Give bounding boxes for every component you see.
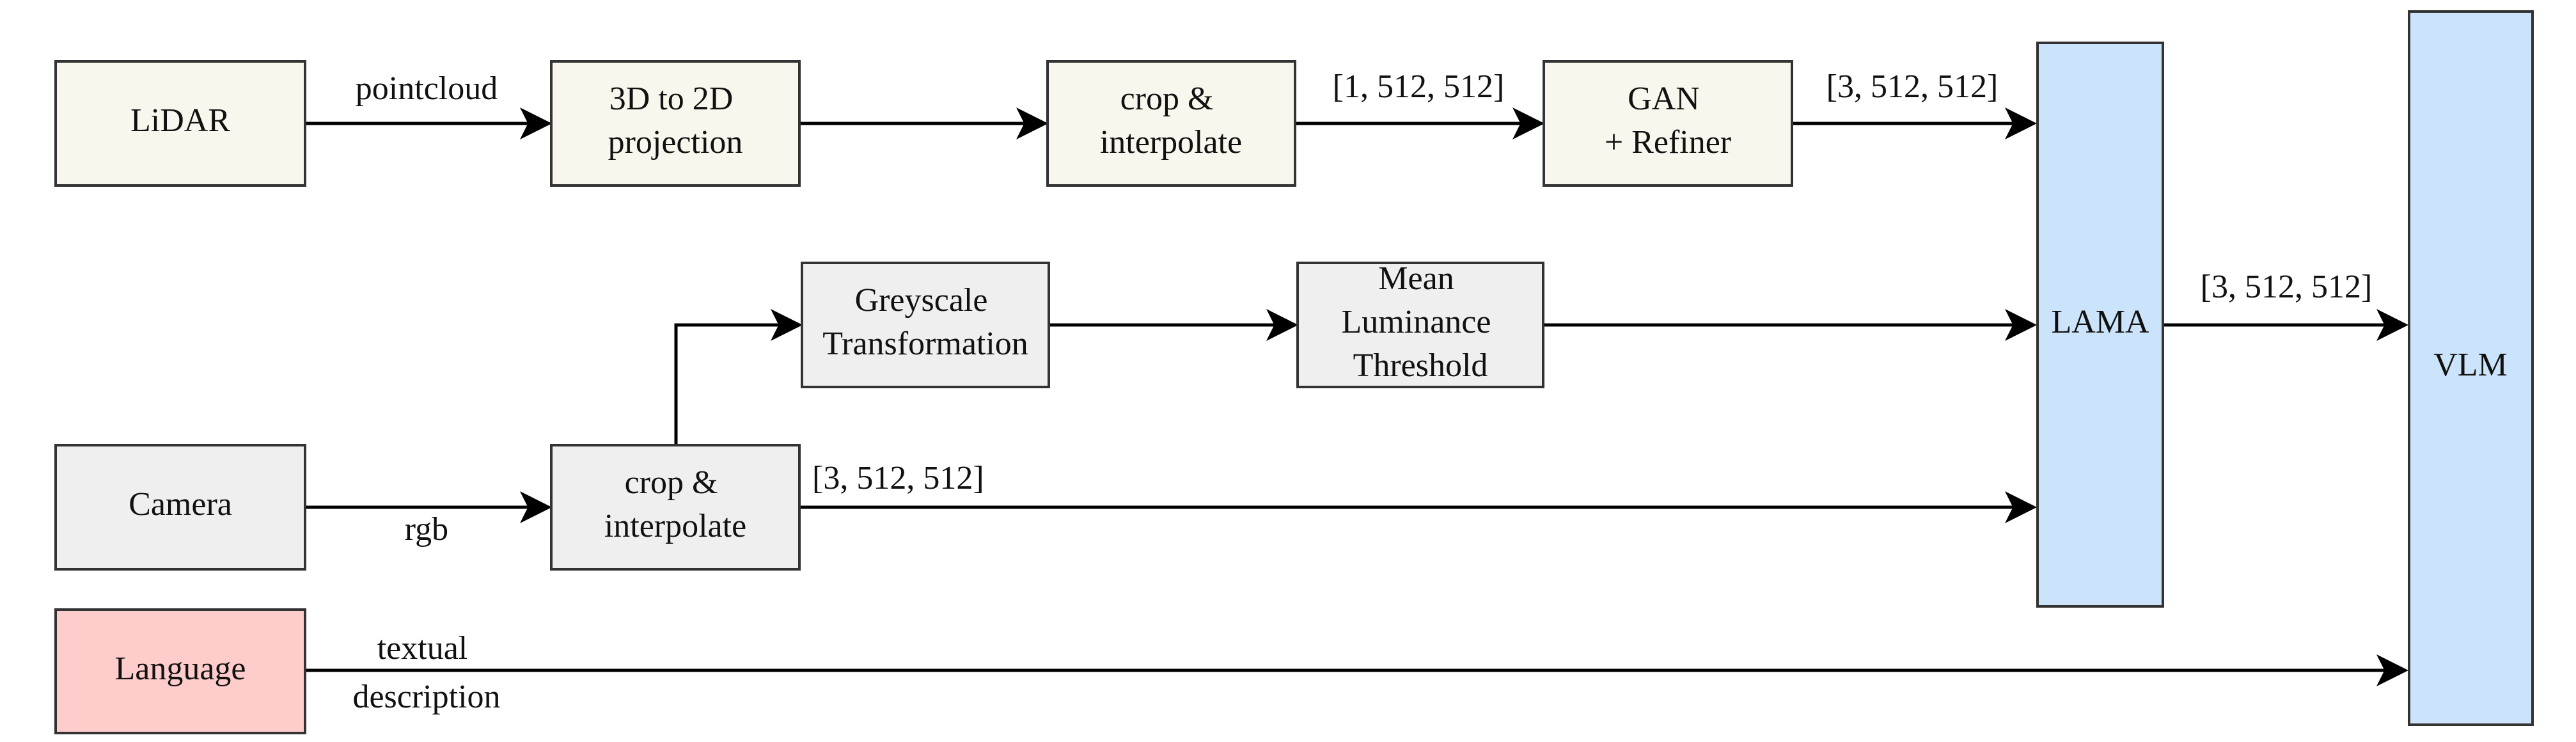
node-gan-label: GAN + Refiner <box>1605 81 1731 161</box>
node-crop-bottom-label: crop & interpolate <box>604 464 746 544</box>
edge-crop-bottom-to-greyscale <box>674 309 803 445</box>
node-camera: Camera <box>54 444 306 571</box>
node-crop-bottom: crop & interpolate <box>550 444 801 571</box>
node-language-label: Language <box>114 651 246 687</box>
node-crop-top: crop & interpolate <box>1046 60 1296 187</box>
node-vlm: VLM <box>2408 10 2534 726</box>
node-vlm-label: VLM <box>2433 347 2508 383</box>
nodes: LiDAR 3D to 2D projection crop & interpo… <box>54 10 2534 734</box>
node-luminance-label: Mean Luminance Threshold <box>1342 260 1500 384</box>
edge-labels: pointcloud [1, 512, 512] [3, 512, 512] [… <box>352 68 2372 715</box>
node-gan: GAN + Refiner <box>1543 60 1793 187</box>
node-lama: LAMA <box>2036 42 2164 608</box>
edges <box>305 107 2408 686</box>
node-greyscale-label: Greyscale Transformation <box>822 282 1028 362</box>
node-lama-label: LAMA <box>2051 304 2149 340</box>
node-lidar: LiDAR <box>54 60 306 187</box>
node-camera-label: Camera <box>129 486 232 523</box>
edge-label-gan-lama-shape: [3, 512, 512] <box>1826 68 1999 105</box>
node-lidar-label: LiDAR <box>130 102 230 139</box>
edge-label-crop-gan-shape: [1, 512, 512] <box>1333 68 1505 105</box>
node-projection: 3D to 2D projection <box>550 60 801 187</box>
edge-label-crop-lama-shape: [3, 512, 512] <box>812 460 984 496</box>
node-greyscale: Greyscale Transformation <box>801 262 1050 388</box>
edge-label-pointcloud: pointcloud <box>356 70 498 107</box>
edge-label-textual-description: textual description <box>352 630 500 715</box>
node-luminance: Mean Luminance Threshold <box>1296 260 1544 388</box>
edge-label-lama-vlm-shape: [3, 512, 512] <box>2201 269 2373 305</box>
edge-label-rgb: rgb <box>405 511 448 548</box>
node-crop-top-label: crop & interpolate <box>1100 81 1242 161</box>
node-projection-label: 3D to 2D projection <box>608 81 743 161</box>
node-language: Language <box>54 608 306 734</box>
